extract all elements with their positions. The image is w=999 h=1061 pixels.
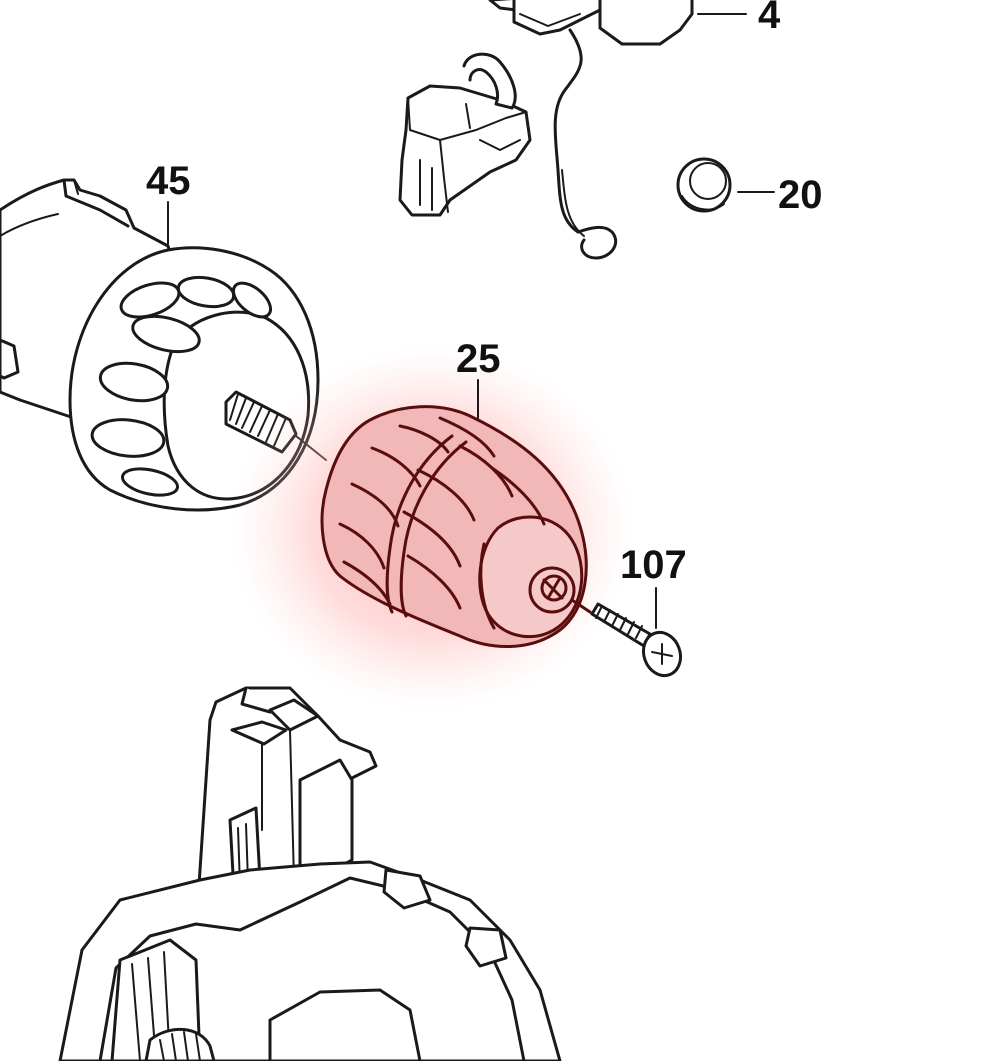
label-part-45: 45 [146,159,191,203]
part-4-switch-assembly[interactable] [398,0,747,260]
label-part-4: 4 [758,0,781,37]
battery-pack [58,686,562,1061]
label-part-20: 20 [778,173,823,217]
switch-block [398,52,532,217]
part-25-keyless-chuck[interactable] [232,346,632,710]
part-45-gearbox-housing[interactable] [0,178,327,512]
part-107-screw[interactable] [590,587,686,681]
chuck-axis-line [570,598,592,614]
part-20-cap[interactable] [676,157,775,213]
label-part-25: 25 [456,337,501,381]
label-part-107: 107 [620,543,687,587]
